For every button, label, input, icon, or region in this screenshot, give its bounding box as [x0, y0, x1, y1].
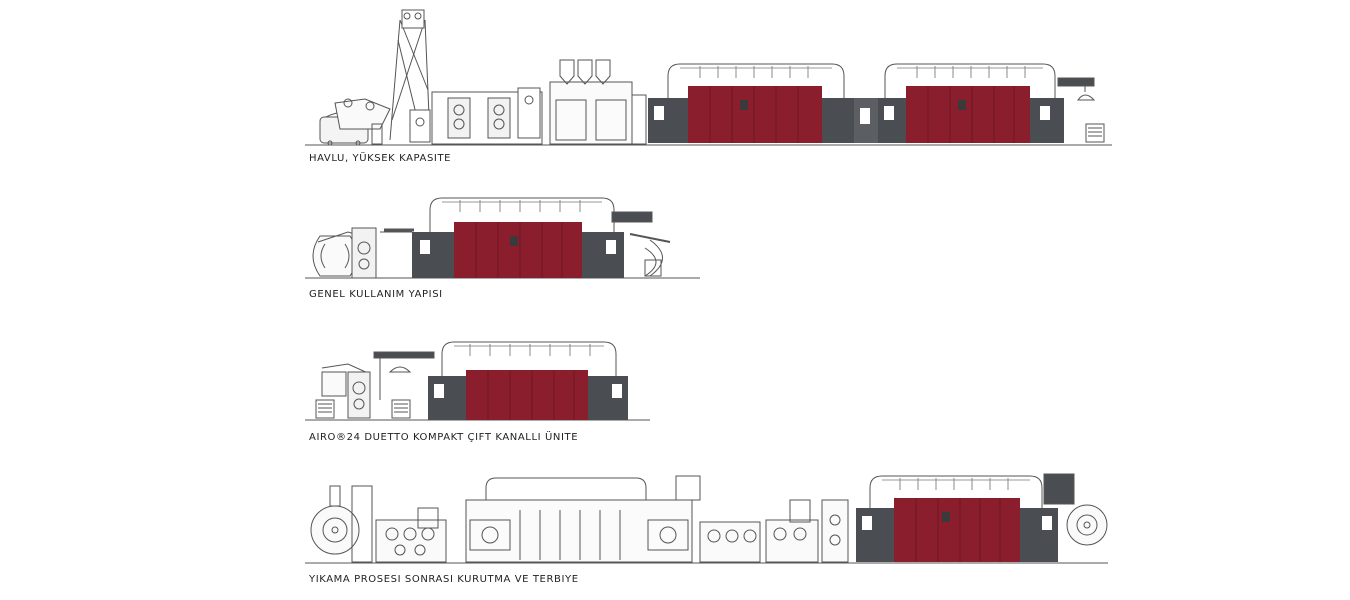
- line-3-caption: AIRO®24 DUETTO KOMPAKT ÇIFT KANALLI ÜNIT…: [309, 432, 579, 443]
- dryer-module-1b: [878, 63, 1064, 143]
- dryer-module-3: [428, 341, 628, 420]
- chemical-cabinet: [549, 59, 647, 145]
- line-4-caption: YIKAMA PROSESI SONRASI KURUTMA VE TERBIY…: [309, 574, 579, 585]
- line-1-caption: HAVLU, YÜKSEK KAPASITE: [309, 153, 452, 164]
- line-2-caption: GENEL KULLANIM YAPISI: [309, 289, 443, 300]
- feeding-unit: [334, 98, 391, 145]
- padder-units: [431, 87, 543, 145]
- dryer-module-4: [856, 475, 1058, 562]
- dryer-module-2: [412, 197, 624, 278]
- tower-elevator: [389, 9, 431, 143]
- dryer-module-1a: [648, 63, 854, 143]
